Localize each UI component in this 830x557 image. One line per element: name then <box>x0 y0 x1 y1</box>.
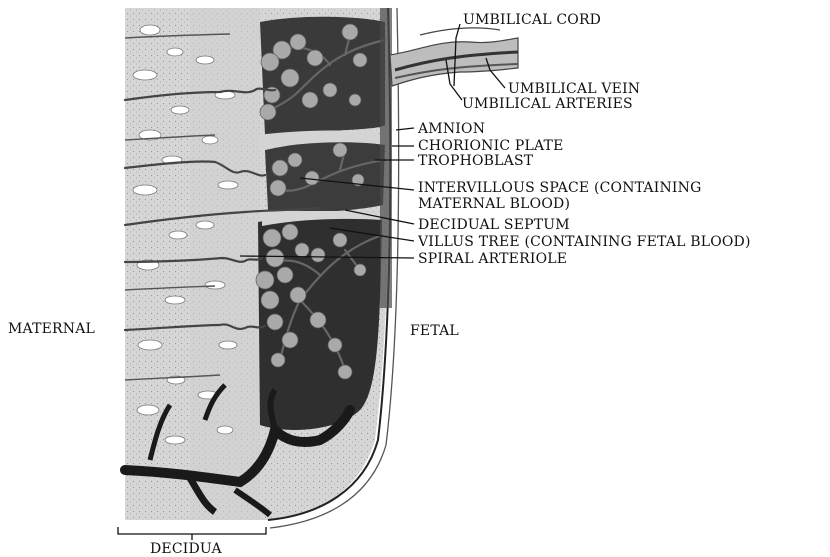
label-trophoblast: TROPHOBLAST <box>418 153 534 169</box>
label-chorionic-plate: CHORIONIC PLATE <box>418 138 564 154</box>
label-decidual-septum: DECIDUAL SEPTUM <box>418 217 570 233</box>
label-umbilical-vein: UMBILICAL VEIN <box>508 81 640 97</box>
label-intervillous-space-line2: MATERNAL BLOOD) <box>418 196 570 212</box>
label-umbilical-arteries: UMBILICAL ARTERIES <box>462 96 633 112</box>
label-decidua: DECIDUA <box>150 541 222 557</box>
label-spiral-arteriole: SPIRAL ARTERIOLE <box>418 251 567 267</box>
label-villus-tree: VILLUS TREE (CONTAINING FETAL BLOOD) <box>417 234 751 250</box>
label-maternal: MATERNAL <box>8 321 95 337</box>
label-umbilical-cord: UMBILICAL CORD <box>463 12 601 28</box>
label-amnion: AMNION <box>417 121 485 137</box>
label-fetal: FETAL <box>410 323 459 339</box>
label-intervillous-space-line1: INTERVILLOUS SPACE (CONTAINING <box>418 180 701 196</box>
